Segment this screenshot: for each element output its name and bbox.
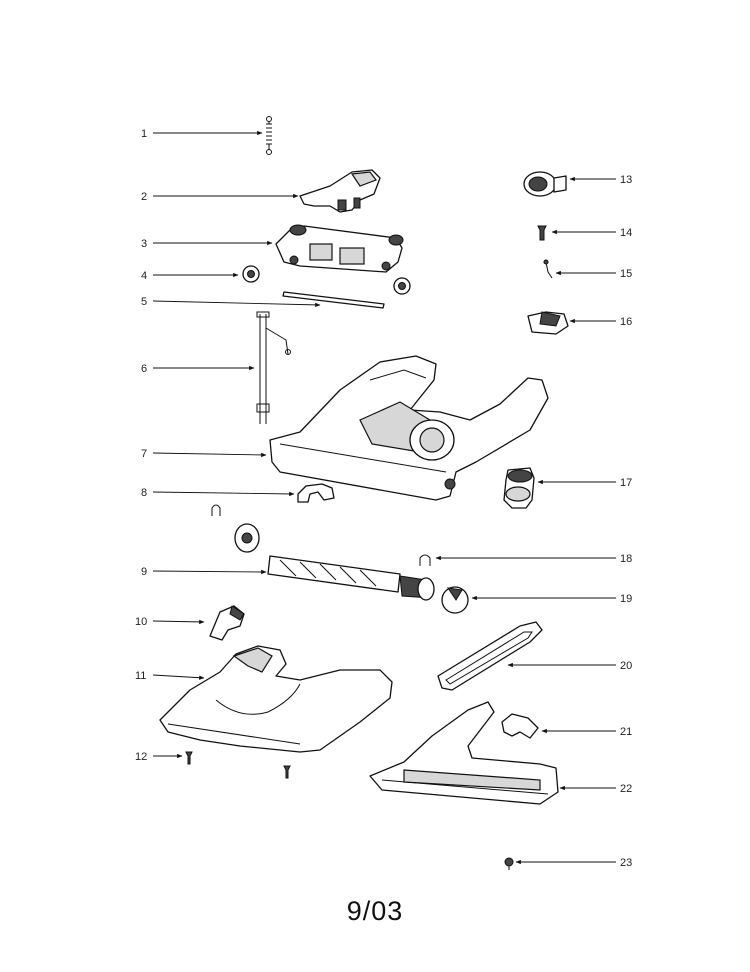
part-21-clip xyxy=(501,713,539,739)
callout-label: 22 xyxy=(620,783,632,795)
callout-label: 2 xyxy=(141,191,147,203)
part-18-clips xyxy=(211,504,431,566)
callout-label: 17 xyxy=(620,477,632,489)
part-10-latch xyxy=(209,605,245,641)
part-12-screws xyxy=(185,751,291,779)
part-1-spring xyxy=(266,116,272,155)
callout-label: 15 xyxy=(620,268,632,280)
callout-label: 10 xyxy=(135,616,147,628)
leader-lines xyxy=(152,130,616,865)
part-3-rear-frame xyxy=(275,224,404,273)
date-code: 9/03 xyxy=(346,896,404,926)
part-8-clip xyxy=(297,483,335,503)
part-9-brushroll xyxy=(234,523,435,601)
part-4-wheels xyxy=(242,265,411,295)
callout-label: 4 xyxy=(141,270,147,282)
part-14-screw xyxy=(537,225,547,241)
callout-label: 3 xyxy=(141,238,147,250)
part-15-pin xyxy=(543,259,553,279)
part-2-lever xyxy=(299,169,381,213)
callout-label: 6 xyxy=(141,363,147,375)
part-5-axle xyxy=(282,291,385,309)
callout-label: 18 xyxy=(620,553,632,565)
part-23-screw xyxy=(504,857,514,870)
callout-label: 11 xyxy=(135,670,146,682)
callout-label: 1 xyxy=(141,128,147,140)
callout-label: 20 xyxy=(620,660,632,672)
part-6-rod xyxy=(256,311,291,424)
callout-label: 12 xyxy=(135,751,147,763)
callout-label: 7 xyxy=(141,448,147,460)
part-17-bearing xyxy=(503,467,535,509)
callout-label: 21 xyxy=(620,726,632,738)
callout-label: 5 xyxy=(141,296,147,308)
callout-label: 16 xyxy=(620,316,632,328)
callout-label: 19 xyxy=(620,593,632,605)
callout-label: 9 xyxy=(141,566,147,578)
part-20-belt xyxy=(437,621,543,691)
part-22-bottom-plate xyxy=(369,701,559,805)
part-13-collar xyxy=(523,171,567,197)
callout-label: 13 xyxy=(620,174,632,186)
callout-label: 23 xyxy=(620,857,632,869)
part-16-switch xyxy=(527,311,569,335)
callout-labels: 1 2 3 4 5 6 7 8 9 10 11 12 13 14 15 16 1… xyxy=(135,128,632,869)
part-19-end-cap xyxy=(441,586,469,614)
part-11-hood xyxy=(159,645,393,753)
callout-label: 8 xyxy=(141,487,147,499)
part-7-base-housing xyxy=(269,355,549,501)
callout-label: 14 xyxy=(620,227,632,239)
